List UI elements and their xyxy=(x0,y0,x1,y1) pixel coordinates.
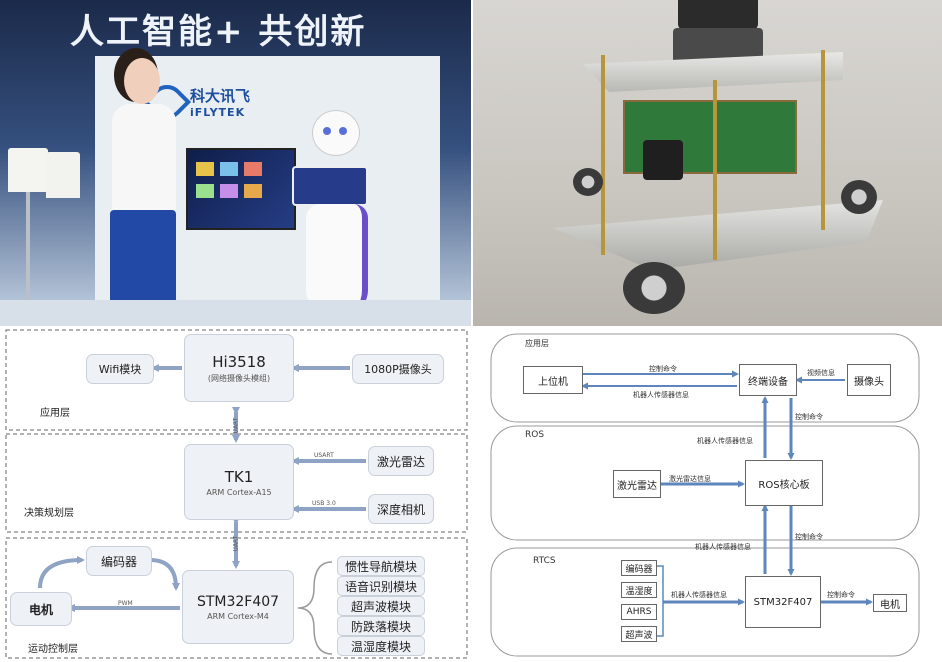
lamp-stand xyxy=(26,192,30,326)
wheel-left xyxy=(573,168,603,196)
brand-cn: 科大讯飞 xyxy=(190,87,251,105)
arrow-encoder-stm xyxy=(149,558,180,591)
stm32-sublabel: ARM Cortex-M4 xyxy=(207,611,269,621)
logo-panel: 科大讯飞 iFLYTEK xyxy=(142,77,290,127)
arrow-motor-encoder xyxy=(38,556,85,589)
sensor-item: 超声波 xyxy=(621,626,657,642)
software-architecture-diagram: 应用层 ROS RTCS 上位机 终端设备 摄像头 激光雷达 ROS核心板 ST… xyxy=(473,326,942,662)
lamp-left xyxy=(8,148,48,192)
lidar-box: 激光雷达 xyxy=(368,446,434,476)
robot-head xyxy=(312,110,360,156)
edge-label-control-cmd: 控制命令 xyxy=(649,365,677,373)
terminal-box: 终端设备 xyxy=(739,364,797,396)
stm32-box: STM32F407 ARM Cortex-M4 xyxy=(182,570,294,644)
robot-body xyxy=(306,204,368,316)
depth-camera-label: 深度相机 xyxy=(376,502,425,517)
sensor-item: 温湿度 xyxy=(621,582,657,598)
robot-screen xyxy=(292,166,368,206)
edge-label-sensor-info: 机器人传感器信息 xyxy=(671,591,727,599)
motor-box: 电机 xyxy=(873,594,907,612)
hi3518-box: Hi3518 (网络摄像头模组) xyxy=(184,334,294,402)
lidar-box: 激光雷达 xyxy=(613,470,661,498)
encoder-box: 编码器 xyxy=(86,546,152,576)
hi3518-label: Hi3518 xyxy=(212,352,266,371)
layer-rtcs-label: RTCS xyxy=(533,556,556,566)
stm32-box: STM32F407 xyxy=(745,576,821,628)
link-label-uart-top: UART xyxy=(232,417,240,434)
wheel-right xyxy=(841,180,877,214)
banner-text: 人工智能+ 共创新 xyxy=(70,12,367,52)
sensor-item: 编码器 xyxy=(621,560,657,576)
link-label-pwm: PWM xyxy=(118,600,133,607)
layer-decision-label: 决策规划层 xyxy=(24,508,74,519)
edge-label-control-cmd3: 控制命令 xyxy=(795,533,823,541)
expo-photo: 人工智能+ 共创新 科大讯飞 iFLYTEK xyxy=(0,0,471,326)
hi3518-sublabel: (网络摄像头模组) xyxy=(207,373,271,383)
module-item: 惯性导航模块 xyxy=(337,556,425,576)
tk1-label: TK1 xyxy=(224,467,254,486)
link-label-usb: USB 3.0 xyxy=(312,500,336,507)
motor-box: 电机 xyxy=(10,592,72,626)
module-item: 防跌落模块 xyxy=(337,616,425,636)
camera-module xyxy=(643,140,683,180)
layer-ros-label: ROS xyxy=(525,430,545,440)
tv-screen xyxy=(186,148,296,230)
module-item: 语音识别模块 xyxy=(337,576,425,596)
edge-label-robot-info3: 机器人传感器信息 xyxy=(695,543,751,551)
module-item: 超声波模块 xyxy=(337,596,425,616)
wifi-module-label: Wifi模块 xyxy=(98,363,142,376)
brass-post-2 xyxy=(821,50,825,230)
layer-app-label: 应用层 xyxy=(40,408,70,419)
floor xyxy=(0,300,471,326)
edge-label-lidar-info: 激光雷达信息 xyxy=(669,475,711,483)
edge-label-camera-video: 视频信息 xyxy=(807,369,835,377)
ros-core-box: ROS核心板 xyxy=(745,460,823,506)
presenter-body xyxy=(112,104,176,224)
sensors-bracket xyxy=(657,565,664,637)
tk1-sublabel: ARM Cortex-A15 xyxy=(206,487,272,497)
layer-app-label: 应用层 xyxy=(525,339,549,348)
wifi-module-box: Wifi模块 xyxy=(86,354,154,384)
hardware-architecture-diagram: 应用层 决策规划层 运动控制层 Wifi模块 Hi3518 (网络摄像头模组) … xyxy=(0,326,471,662)
layer-motion-frame xyxy=(5,537,468,659)
layer-app-frame xyxy=(490,333,920,423)
layer-motion-label: 运动控制层 xyxy=(28,644,78,655)
depth-camera-box: 深度相机 xyxy=(368,494,434,524)
encoder-label: 编码器 xyxy=(100,554,137,569)
lidar-label: 激光雷达 xyxy=(376,454,425,469)
presenter-head xyxy=(124,58,160,104)
link-label-usart-lidar: USART xyxy=(314,452,334,459)
wheel-front xyxy=(623,262,685,314)
camera-box: 摄像头 xyxy=(847,364,891,396)
brand-en: iFLYTEK xyxy=(190,106,246,119)
edge-label-robot-info2: 机器人传感器信息 xyxy=(697,437,753,445)
camera-1080p-box: 1080P摄像头 xyxy=(352,354,444,384)
motor-label: 电机 xyxy=(28,602,53,617)
lamp-left-2 xyxy=(46,152,80,198)
camera-1080p-label: 1080P摄像头 xyxy=(364,363,432,376)
link-label-uart-bottom: UART xyxy=(232,535,240,552)
tk1-box: TK1 ARM Cortex-A15 xyxy=(184,444,294,520)
edge-label-control-cmd2: 控制命令 xyxy=(795,413,823,421)
sensor-item: AHRS xyxy=(621,604,657,620)
brass-post-3 xyxy=(713,80,717,260)
chassis-photo xyxy=(473,0,942,326)
lidar-top xyxy=(678,0,758,30)
brass-post-1 xyxy=(601,55,605,255)
module-item: 温湿度模块 xyxy=(337,636,425,656)
stm32-label: STM32F407 xyxy=(196,593,280,610)
host-box: 上位机 xyxy=(523,366,583,394)
edge-label-robot-info: 机器人传感器信息 xyxy=(633,391,689,399)
modules-bracket xyxy=(297,561,333,655)
edge-label-control-cmd4: 控制命令 xyxy=(827,591,855,599)
